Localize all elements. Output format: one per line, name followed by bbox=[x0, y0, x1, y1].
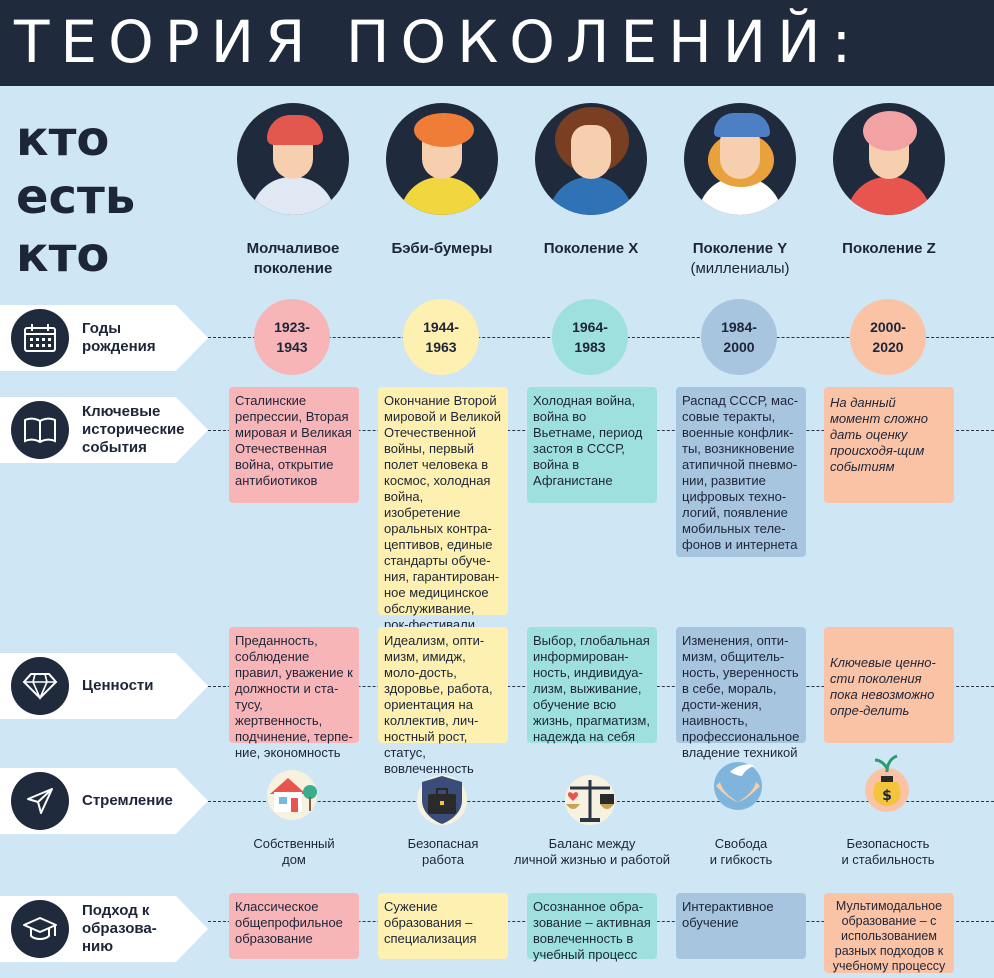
generation-name: Бэби-бумеры bbox=[391, 240, 493, 257]
values-cell: Выбор, глобальная информирован-ность, ин… bbox=[527, 627, 657, 744]
generation-name: Поколение X bbox=[543, 240, 639, 257]
scales-icon bbox=[560, 770, 620, 830]
education-cell: Сужение образования – специализация bbox=[378, 893, 508, 959]
aspiration-label: Собственный дом bbox=[253, 836, 335, 867]
house-icon bbox=[262, 762, 322, 822]
generation-name: Молчаливое поколение bbox=[246, 240, 340, 277]
birth-years-badge: 1944- 1963 bbox=[403, 299, 479, 375]
aspiration-label: Безопасная работа bbox=[407, 836, 479, 867]
svg-text:$: $ bbox=[882, 788, 892, 804]
avatar bbox=[684, 103, 796, 215]
values-cell: Ключевые ценно-сти поколения пока невозм… bbox=[824, 627, 954, 743]
row-header-aspiration: Стремление bbox=[0, 768, 208, 834]
paper-plane-icon bbox=[11, 772, 69, 830]
education-cell: Осознанное обра-зование – активная вовле… bbox=[527, 893, 657, 962]
calendar-icon bbox=[11, 309, 69, 367]
birth-years-badge: 1923- 1943 bbox=[254, 299, 330, 375]
values-cell: Идеализм, опти-мизм, имидж, моло-дость, … bbox=[378, 627, 508, 776]
events-cell: Распад СССР, мас-совые теракты, военные … bbox=[676, 387, 806, 557]
header-banner: ТЕОРИЯ ПОКОЛЕНИЙ: bbox=[0, 0, 994, 86]
row-label: Ценности bbox=[82, 677, 154, 694]
generation-column-boomers: Бэби-бумеры bbox=[367, 103, 517, 259]
generation-column-silent: Молчаливое поколение bbox=[218, 103, 368, 279]
generation-name: Поколение Z bbox=[842, 240, 936, 257]
education-cell: Интерактивное обучение bbox=[676, 893, 806, 959]
birth-years-badge: 1964- 1983 bbox=[552, 299, 628, 375]
values-cell: Изменения, опти-мизм, общитель-ность, ув… bbox=[676, 627, 806, 760]
graduation-cap-icon bbox=[11, 900, 69, 958]
dove-hands-icon bbox=[708, 752, 768, 812]
diamond-icon bbox=[11, 657, 69, 715]
aspiration-label: Безопасность и стабильность bbox=[841, 836, 935, 867]
page-title: ТЕОРИЯ ПОКОЛЕНИЙ: bbox=[14, 8, 863, 76]
row-header-values: Ценности bbox=[0, 653, 208, 719]
education-cell: Классическое общепрофильное образование bbox=[229, 893, 359, 959]
aspiration-label: Баланс между личной жизнью и работой bbox=[513, 836, 671, 867]
row-label: Ключевые исторические события bbox=[82, 403, 185, 456]
avatar bbox=[386, 103, 498, 215]
book-icon bbox=[11, 401, 69, 459]
side-title-line: есть bbox=[16, 169, 136, 225]
avatar bbox=[535, 103, 647, 215]
aspiration-label: Свобода и гибкость bbox=[709, 836, 773, 867]
row-label: Стремление bbox=[82, 792, 173, 809]
values-cell: Преданность, соблюдение правил, уважение… bbox=[229, 627, 359, 760]
events-cell: На данный момент сложно дать оценку прои… bbox=[824, 387, 954, 503]
row-label: Годы рождения bbox=[82, 320, 156, 355]
generation-column-y: Поколение Y (миллениалы) bbox=[665, 103, 815, 279]
row-label: Подход к образова-нию bbox=[82, 902, 157, 955]
avatar bbox=[237, 103, 349, 215]
generation-subtitle: (миллениалы) bbox=[690, 260, 790, 277]
row-header-education: Подход к образова-нию bbox=[0, 896, 208, 962]
row-header-events: Ключевые исторические события bbox=[0, 397, 208, 463]
row-header-years: Годы рождения bbox=[0, 305, 208, 371]
side-title-line: кто bbox=[16, 227, 110, 283]
education-cell: Мультимодальное образование – с использо… bbox=[824, 893, 954, 973]
birth-years-badge: 2000- 2020 bbox=[850, 299, 926, 375]
events-cell: Окончание Второй мировой и Великой Отече… bbox=[378, 387, 508, 632]
avatar bbox=[833, 103, 945, 215]
briefcase-shield-icon bbox=[412, 770, 472, 830]
events-cell: Сталинские репрессии, Вторая мировая и В… bbox=[229, 387, 359, 503]
generation-column-z: Поколение Z bbox=[814, 103, 964, 259]
generation-column-x: Поколение X bbox=[516, 103, 666, 259]
side-title: кто есть кто bbox=[16, 110, 135, 284]
generation-name: Поколение Y bbox=[692, 240, 788, 257]
events-cell: Холодная война, война во Вьетнаме, перио… bbox=[527, 387, 657, 503]
birth-years-badge: 1984- 2000 bbox=[701, 299, 777, 375]
money-bag-icon: $ bbox=[857, 752, 917, 812]
side-title-line: кто bbox=[16, 111, 110, 167]
